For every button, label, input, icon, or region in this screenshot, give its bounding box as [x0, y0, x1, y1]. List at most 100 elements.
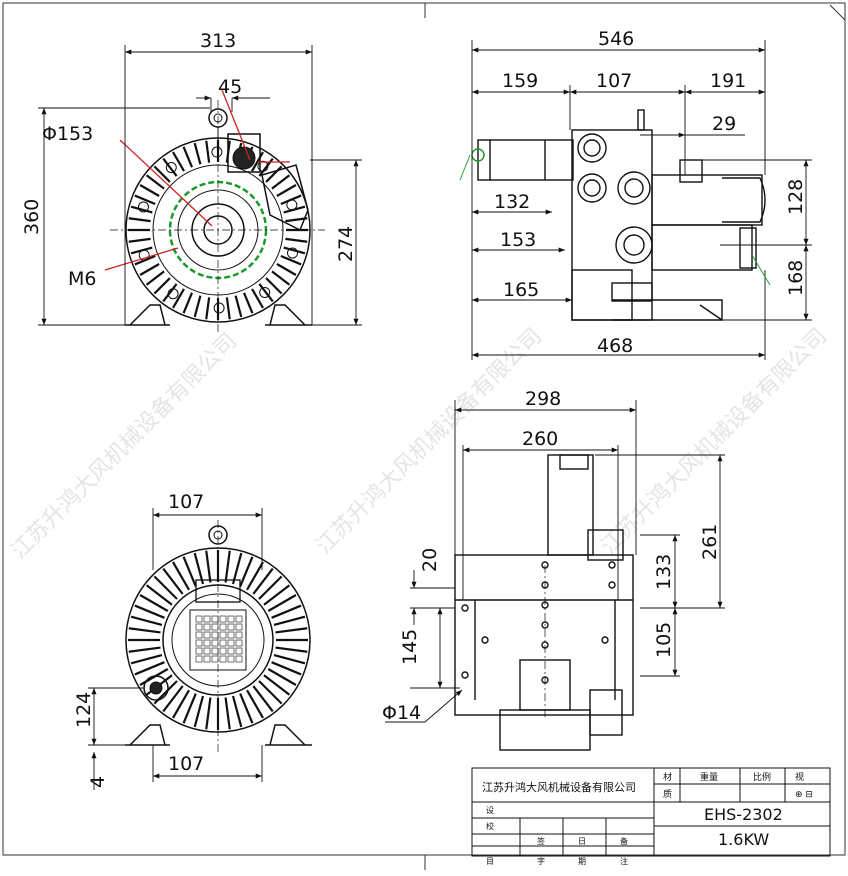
- cooling-fin: [271, 270, 291, 286]
- cooling-fin: [162, 283, 178, 303]
- vent-slot: [219, 639, 227, 647]
- cooling-fin: [225, 297, 231, 320]
- dim-side-168: 168: [785, 260, 807, 296]
- dim-front-45: 45: [218, 76, 242, 98]
- vent-slot: [211, 631, 219, 639]
- dim-top-20: 20: [419, 548, 441, 572]
- cooling-fin: [258, 680, 283, 705]
- title-company: 江苏升鸿大风机械设备有限公司: [482, 780, 636, 794]
- title-foot-6: 备: [620, 836, 628, 846]
- cooling-fin: [193, 695, 205, 728]
- label-m6: M6: [68, 268, 96, 290]
- dim-top-105: 105: [653, 622, 675, 658]
- dim-side-546: 546: [598, 28, 634, 50]
- vent-slot: [203, 639, 211, 647]
- dim-front-274: 274: [335, 226, 357, 262]
- dim-front-height: 360: [21, 199, 43, 235]
- vent-slot: [219, 615, 227, 623]
- watermark-1: 江苏升鸿大风机械设备有限公司: [7, 329, 242, 564]
- cooling-fin: [134, 604, 165, 619]
- cooling-fin: [134, 194, 156, 205]
- vent-slot: [211, 615, 219, 623]
- vent-slot: [211, 639, 219, 647]
- cooling-fin: [265, 277, 283, 295]
- vent-slot: [227, 631, 235, 639]
- cooling-fin: [265, 165, 283, 183]
- dim-side-132: 132: [494, 191, 530, 213]
- dim-rear-4: 4: [87, 776, 109, 788]
- cooling-fin: [252, 685, 274, 713]
- front-view: [104, 89, 325, 335]
- cooling-fin: [239, 556, 254, 587]
- cooling-fin: [205, 140, 211, 163]
- bolt-hole: [138, 249, 150, 261]
- dim-top-298: 298: [525, 388, 561, 410]
- mount-hole: [608, 581, 616, 589]
- vent-slot: [211, 655, 219, 663]
- cooling-fin: [246, 561, 264, 591]
- cooling-fin: [258, 283, 274, 303]
- cooling-fin: [128, 646, 161, 653]
- cooling-fin: [128, 217, 151, 223]
- front-dimensions: [38, 45, 362, 326]
- cooling-fin: [153, 277, 171, 295]
- title-check: 校: [486, 821, 494, 831]
- mount-hole: [461, 671, 469, 679]
- dim-side-165: 165: [503, 279, 539, 301]
- title-col-scale: 比例: [753, 771, 771, 783]
- dim-front-diameter: Φ153: [42, 123, 93, 145]
- cooling-fin: [205, 297, 211, 320]
- cooling-fin: [153, 575, 178, 600]
- vent-slot: [203, 647, 211, 655]
- dim-top-dia14: Φ14: [382, 702, 421, 724]
- cooling-fin: [263, 584, 291, 606]
- cooling-fin: [172, 561, 190, 591]
- dim-top-145: 145: [399, 629, 421, 665]
- cooling-fin: [271, 174, 291, 190]
- vent-slot: [203, 615, 211, 623]
- cooling-fin: [258, 575, 283, 600]
- cooling-fin: [153, 165, 171, 183]
- cooling-fin: [267, 668, 297, 686]
- title-view-symbol: ⊕ ⊟: [795, 790, 813, 800]
- dim-top-133: 133: [653, 554, 675, 590]
- cooling-fin: [182, 693, 197, 724]
- title-col-material: 材: [663, 771, 672, 783]
- cooling-fin: [267, 594, 297, 612]
- bolt-hole: [287, 247, 299, 259]
- vent-slot: [219, 655, 227, 663]
- mount-hole: [541, 581, 549, 589]
- cooling-fin: [172, 689, 190, 719]
- cooling-fin: [162, 157, 178, 177]
- cooling-fin: [193, 552, 205, 585]
- cooling-fin: [280, 255, 302, 266]
- bolt-hole: [165, 162, 177, 174]
- top-view: [454, 454, 634, 751]
- cooling-fin: [275, 627, 308, 634]
- bolt-hole: [213, 302, 225, 314]
- cooling-fin: [182, 556, 197, 587]
- cooling-fin: [172, 151, 185, 172]
- vent-slot: [235, 615, 243, 623]
- cooling-fin: [271, 661, 302, 676]
- title-foot-4: 日: [578, 837, 586, 846]
- side-dimensions: [459, 40, 812, 360]
- top-dimensions: [385, 400, 725, 723]
- mount-hole: [541, 561, 549, 569]
- bolt-hole: [211, 146, 223, 158]
- vent-slot: [235, 655, 243, 663]
- cooling-fin: [139, 594, 169, 612]
- vent-slot: [235, 623, 243, 631]
- dim-rear-107-bottom: 107: [168, 753, 204, 775]
- cooling-fin: [139, 184, 160, 197]
- dim-side-191: 191: [710, 70, 746, 92]
- cooling-fin: [276, 184, 297, 197]
- vent-slot: [219, 631, 227, 639]
- bolt-hole: [137, 201, 149, 213]
- vent-slot: [203, 623, 211, 631]
- mount-hole: [481, 636, 489, 644]
- cooling-fin: [128, 627, 161, 634]
- dim-rear-124: 124: [73, 692, 95, 728]
- cooling-fin: [224, 697, 231, 730]
